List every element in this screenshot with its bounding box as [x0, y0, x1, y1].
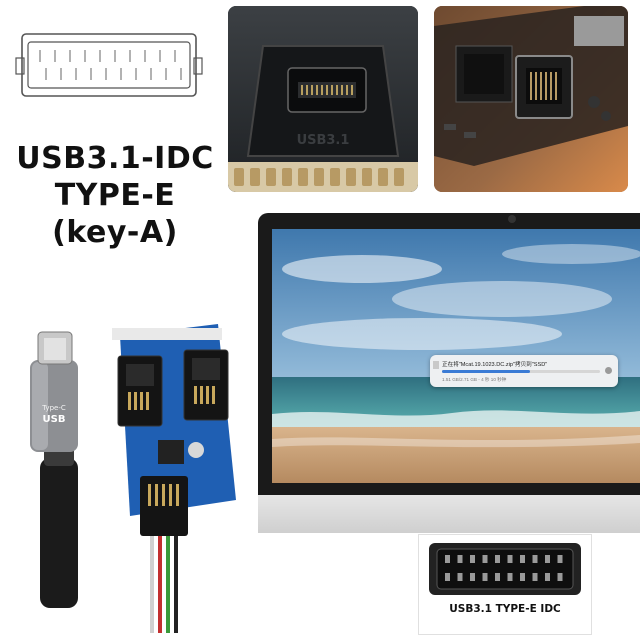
cancel-copy-icon[interactable] [605, 367, 612, 374]
webcam-icon [508, 215, 516, 223]
copy-dialog-status: 1.51 GB/2.71 GB - 4 秒 10 秒钟 [442, 377, 507, 382]
file-icon [433, 361, 439, 369]
headline-line-2: TYPE-E [54, 178, 176, 213]
copy-dialog-title: 正在将"Mcat.19.1023.DC.zip"拷贝到"SSD" [442, 362, 548, 368]
copy-progress-dialog: 正在将"Mcat.19.1023.DC.zip"拷贝到"SSD" 1.51 GB… [430, 355, 618, 387]
motherboard-header-photo [434, 6, 628, 192]
connector-line-drawing [15, 33, 203, 97]
adapter-product-photo: Type-C USB [30, 324, 236, 633]
type-c-label: Type-C [41, 404, 66, 412]
front-panel-photo: USB3.1 [228, 6, 418, 192]
closeup-caption: USB3.1 TYPE-E IDC [449, 603, 561, 615]
monitor: 正在将"Mcat.19.1023.DC.zip"拷贝到"SSD" 1.51 GB… [258, 213, 640, 533]
monitor-chin [258, 495, 640, 533]
beach-wallpaper: 正在将"Mcat.19.1023.DC.zip"拷贝到"SSD" 1.51 GB… [272, 229, 640, 483]
embossed-port-text: USB3.1 [297, 133, 350, 148]
copy-progress-fill [442, 370, 531, 373]
usb-label: USB [43, 414, 66, 425]
copy-progress-bar [442, 370, 600, 373]
headline-line-1: USB3.1-IDC [16, 141, 214, 176]
connector-closeup: USB3.1 TYPE-E IDC [418, 534, 592, 635]
product-headline: USB3.1-IDC TYPE-E (key-A) [10, 140, 220, 251]
type-e-connector-image [429, 543, 581, 595]
monitor-screen: 正在将"Mcat.19.1023.DC.zip"拷贝到"SSD" 1.51 GB… [258, 213, 640, 495]
headline-line-3: (key-A) [52, 215, 178, 250]
